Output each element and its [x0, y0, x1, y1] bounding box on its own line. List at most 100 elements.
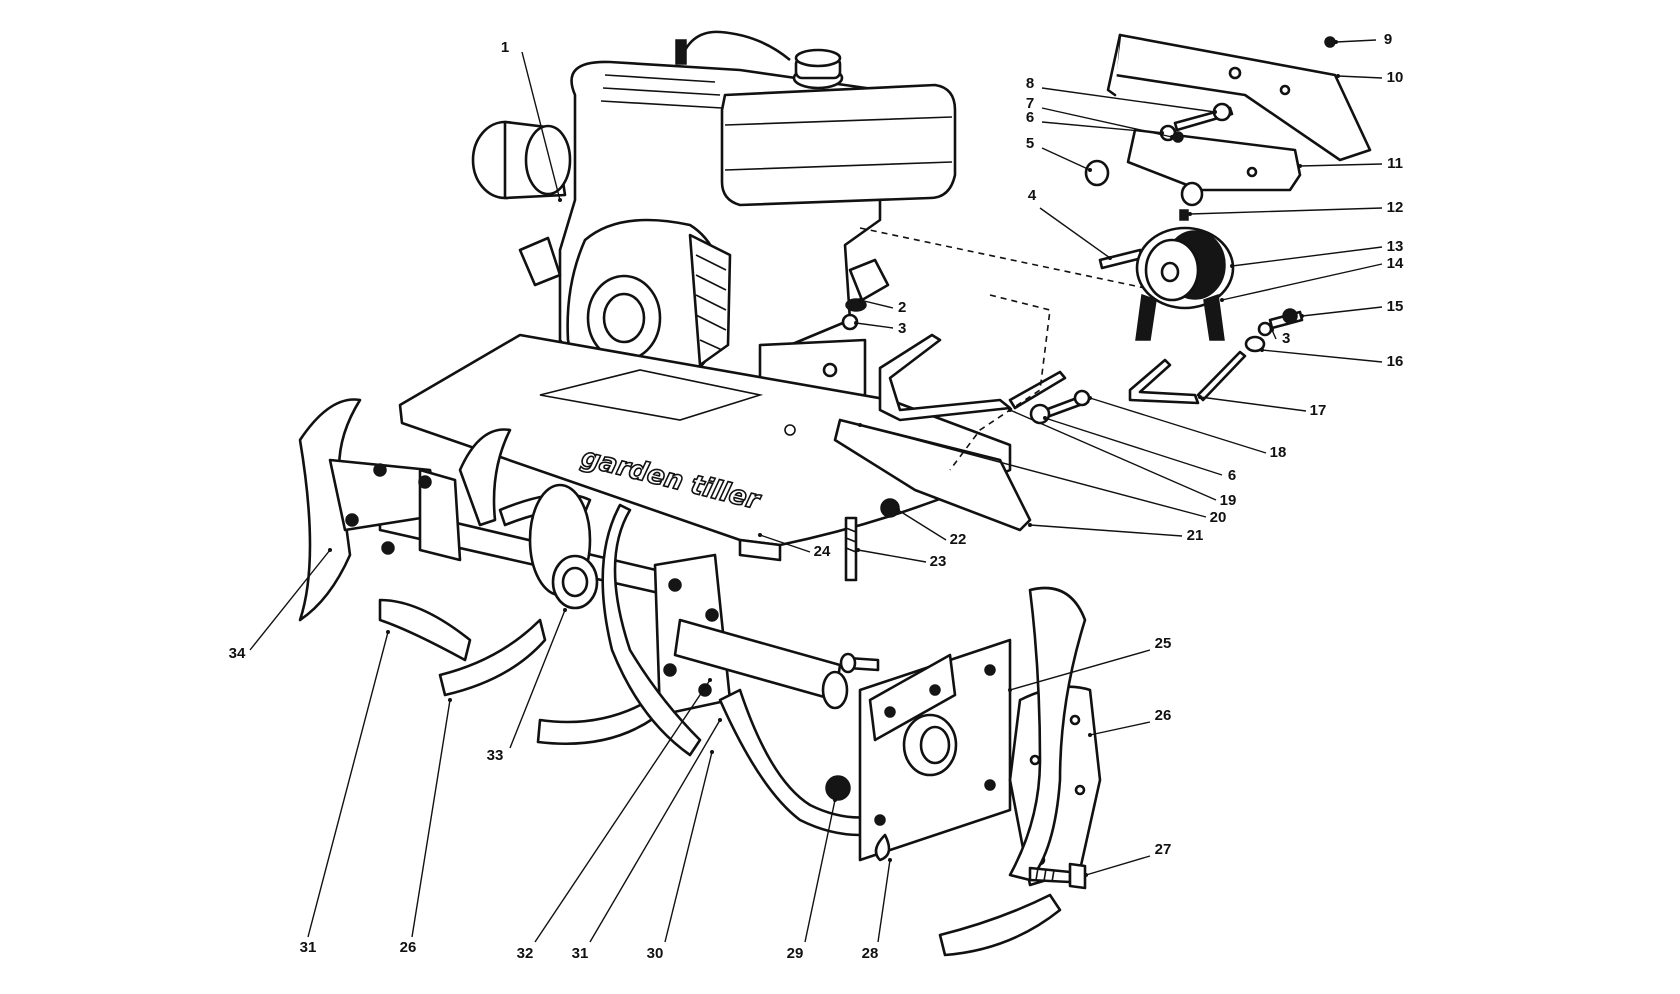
callout-label: 33 [487, 747, 504, 764]
callout-leader-tip [854, 321, 858, 325]
callout-leader [759, 534, 811, 553]
tiller-deck: garden tiller [398, 333, 1012, 562]
callout-leader [1041, 121, 1163, 134]
callout-label: 2 [898, 299, 906, 316]
callout-leader-tip [1213, 110, 1217, 114]
callout-leader [1089, 721, 1151, 736]
callout-leader-tip [1170, 135, 1174, 139]
callout-leader [534, 679, 711, 943]
callout-label: 4 [1028, 187, 1037, 204]
callout-leader-tip [833, 798, 837, 802]
callout-label: 11 [1387, 155, 1403, 172]
callout-label: 24 [814, 543, 831, 560]
bolt-23 [844, 516, 858, 582]
callout-leader-tip [1198, 395, 1202, 399]
callout-leader-tip [856, 548, 860, 552]
callout-label: 17 [1310, 402, 1327, 419]
callout-label: 25 [1155, 635, 1172, 652]
callout-leader-tip [563, 608, 567, 612]
callout-leader-tip [708, 678, 712, 682]
callout-leader [1009, 409, 1217, 501]
callout-label: 22 [950, 531, 967, 548]
callout-leader [589, 719, 721, 943]
callout-leader-tip [896, 508, 900, 512]
callout-label: 3 [1282, 330, 1290, 347]
callout-leader-tip [710, 750, 714, 754]
callout-label: 30 [647, 945, 664, 962]
callout-leader-tip [1088, 168, 1092, 172]
callout-label: 21 [1187, 527, 1204, 544]
callout-leader [1041, 87, 1216, 113]
callout-label: 18 [1270, 444, 1287, 461]
callout-leader-tip [1108, 256, 1112, 260]
engine [471, 30, 957, 404]
callout-leader [664, 751, 713, 943]
callout-leader-tip [888, 858, 892, 862]
callout-leader-tip [1088, 733, 1092, 737]
callout-label: 29 [787, 945, 804, 962]
callout-leader-tip [1336, 74, 1340, 78]
callout-label: 16 [1387, 353, 1404, 370]
callout-label: 5 [1026, 135, 1034, 152]
callout-leader [1299, 163, 1383, 167]
callout-leader-tip [448, 698, 452, 702]
callout-leader-tip [1028, 523, 1032, 527]
callout-label: 23 [930, 553, 947, 570]
callout-leader [1089, 397, 1267, 454]
tine-assembly-left [298, 398, 880, 757]
nut-22 [880, 498, 900, 518]
callout-label: 20 [1210, 509, 1227, 526]
callout-leader-tip [1260, 348, 1264, 352]
callout-label: 19 [1220, 492, 1237, 509]
callout-leader-tip [1230, 264, 1234, 268]
callout-leader-tip [858, 298, 862, 302]
callout-leader [1041, 107, 1173, 138]
callout-leader [1189, 207, 1383, 215]
callout-leader-tip [1008, 408, 1012, 412]
callout-leader-tip [718, 718, 722, 722]
callout-label: 32 [517, 945, 534, 962]
callout-leader [804, 799, 836, 943]
callout-leader-tip [558, 198, 562, 202]
callout-leader [1044, 417, 1223, 476]
callout-label: 1 [501, 39, 509, 56]
callout-leader-tip [1220, 298, 1224, 302]
callout-leader [1029, 524, 1183, 537]
callout-leader-tip [1270, 328, 1274, 332]
callout-leader [249, 549, 331, 651]
callout-label: 26 [400, 939, 417, 956]
key-4 [1098, 248, 1144, 270]
callout-leader [855, 322, 894, 329]
spacer-5 [1084, 159, 1110, 187]
callout-leader [1335, 39, 1377, 43]
spacer-5b [1180, 181, 1204, 207]
callout-leader-tip [1188, 212, 1192, 216]
tine-assembly-right [718, 586, 1102, 957]
callout-leader-tip [858, 423, 862, 427]
callout-label: 6 [1026, 109, 1034, 126]
callout-label: 28 [862, 945, 879, 962]
pulley [1135, 226, 1235, 341]
callout-leader-tip [1300, 314, 1304, 318]
callout-leader [307, 631, 389, 938]
callout-label: 26 [1155, 707, 1172, 724]
depth-bar [878, 333, 1012, 422]
callout-label: 13 [1387, 238, 1404, 255]
callout-label: 34 [229, 645, 246, 662]
belt-guide-17 [1128, 358, 1200, 405]
callout-label: 12 [1387, 199, 1404, 216]
callout-leader [1221, 263, 1383, 301]
callout-leader-tip [1334, 40, 1338, 44]
callout-label: 27 [1155, 841, 1172, 858]
callout-leader [897, 509, 947, 541]
callout-leader [1199, 396, 1307, 412]
callout-leader-tip [1084, 873, 1088, 877]
callout-leader [1261, 349, 1383, 363]
callout-leader-tip [758, 533, 762, 537]
callout-leader [857, 549, 927, 563]
callout-label: 7 [1026, 95, 1034, 112]
callout-leader-tip [1088, 396, 1092, 400]
callout-leader [859, 424, 1207, 518]
callout-leader [1085, 855, 1151, 876]
